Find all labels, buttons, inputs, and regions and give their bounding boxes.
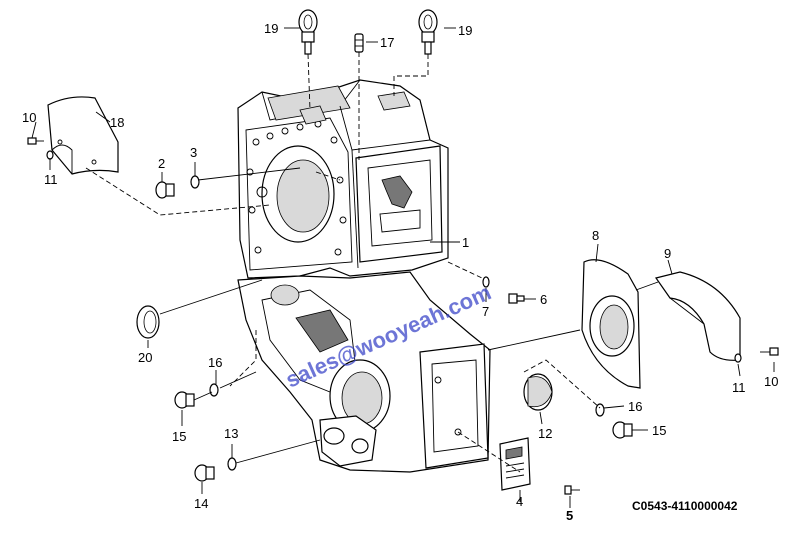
washer-11-right: [734, 353, 742, 363]
o-ring-16-right: [595, 403, 605, 417]
callout-2: 2: [158, 156, 165, 171]
callout-10-right: 10: [764, 374, 778, 389]
eye-bolt-right: [418, 9, 438, 55]
callout-labels: 19 19 17 18 10 11 2 3 1 8 9 7 6 20 16 15…: [22, 21, 778, 523]
callout-9: 9: [664, 246, 671, 261]
o-ring-13: [227, 457, 237, 471]
callout-14: 14: [194, 496, 208, 511]
callout-7: 7: [482, 304, 489, 319]
callout-20: 20: [138, 350, 152, 365]
side-cover-18: [47, 96, 119, 175]
o-ring-16-left: [209, 383, 219, 397]
callout-19-right: 19: [458, 23, 472, 38]
plug-2: [155, 181, 175, 199]
cover-8: [581, 259, 641, 389]
callout-6: 6: [540, 292, 547, 307]
callout-18: 18: [110, 115, 124, 130]
callout-16-left: 16: [208, 355, 222, 370]
callout-1: 1: [462, 235, 469, 250]
screw-5: [564, 485, 580, 495]
callout-13: 13: [224, 426, 238, 441]
callout-8: 8: [592, 228, 599, 243]
callout-11-left: 11: [44, 172, 58, 187]
callout-5: 5: [566, 508, 573, 523]
plug-15-left: [174, 391, 195, 409]
callout-10-left: 10: [22, 110, 36, 125]
callout-3: 3: [190, 145, 197, 160]
nameplate-4: [499, 437, 531, 491]
callout-11-right: 11: [732, 380, 746, 395]
washer-11-left: [46, 150, 54, 160]
seal-20: [136, 305, 160, 339]
callout-19-left: 19: [264, 21, 278, 36]
transmission-housing: [237, 79, 491, 473]
callout-12: 12: [538, 426, 552, 441]
cap-12: [523, 373, 553, 411]
callout-17: 17: [380, 35, 394, 50]
plug-6: [508, 293, 525, 304]
bolt-10-right: [760, 347, 779, 356]
callout-15-right: 15: [652, 423, 666, 438]
plug-15-right: [612, 421, 633, 439]
bolt-10-left: [27, 137, 44, 145]
drawing-code: C0543-4110000042: [632, 499, 738, 513]
o-ring-3: [190, 175, 200, 189]
cover-9: [655, 271, 741, 361]
callout-15-left: 15: [172, 429, 186, 444]
eye-bolt-left: [298, 9, 318, 55]
callout-16-right: 16: [628, 399, 642, 414]
leader-lines: [31, 27, 775, 508]
callout-4: 4: [516, 494, 523, 509]
assembly-lines: [85, 52, 601, 473]
plug-14: [194, 464, 215, 482]
breather-plug: [354, 33, 364, 53]
o-ring-7: [482, 276, 490, 288]
